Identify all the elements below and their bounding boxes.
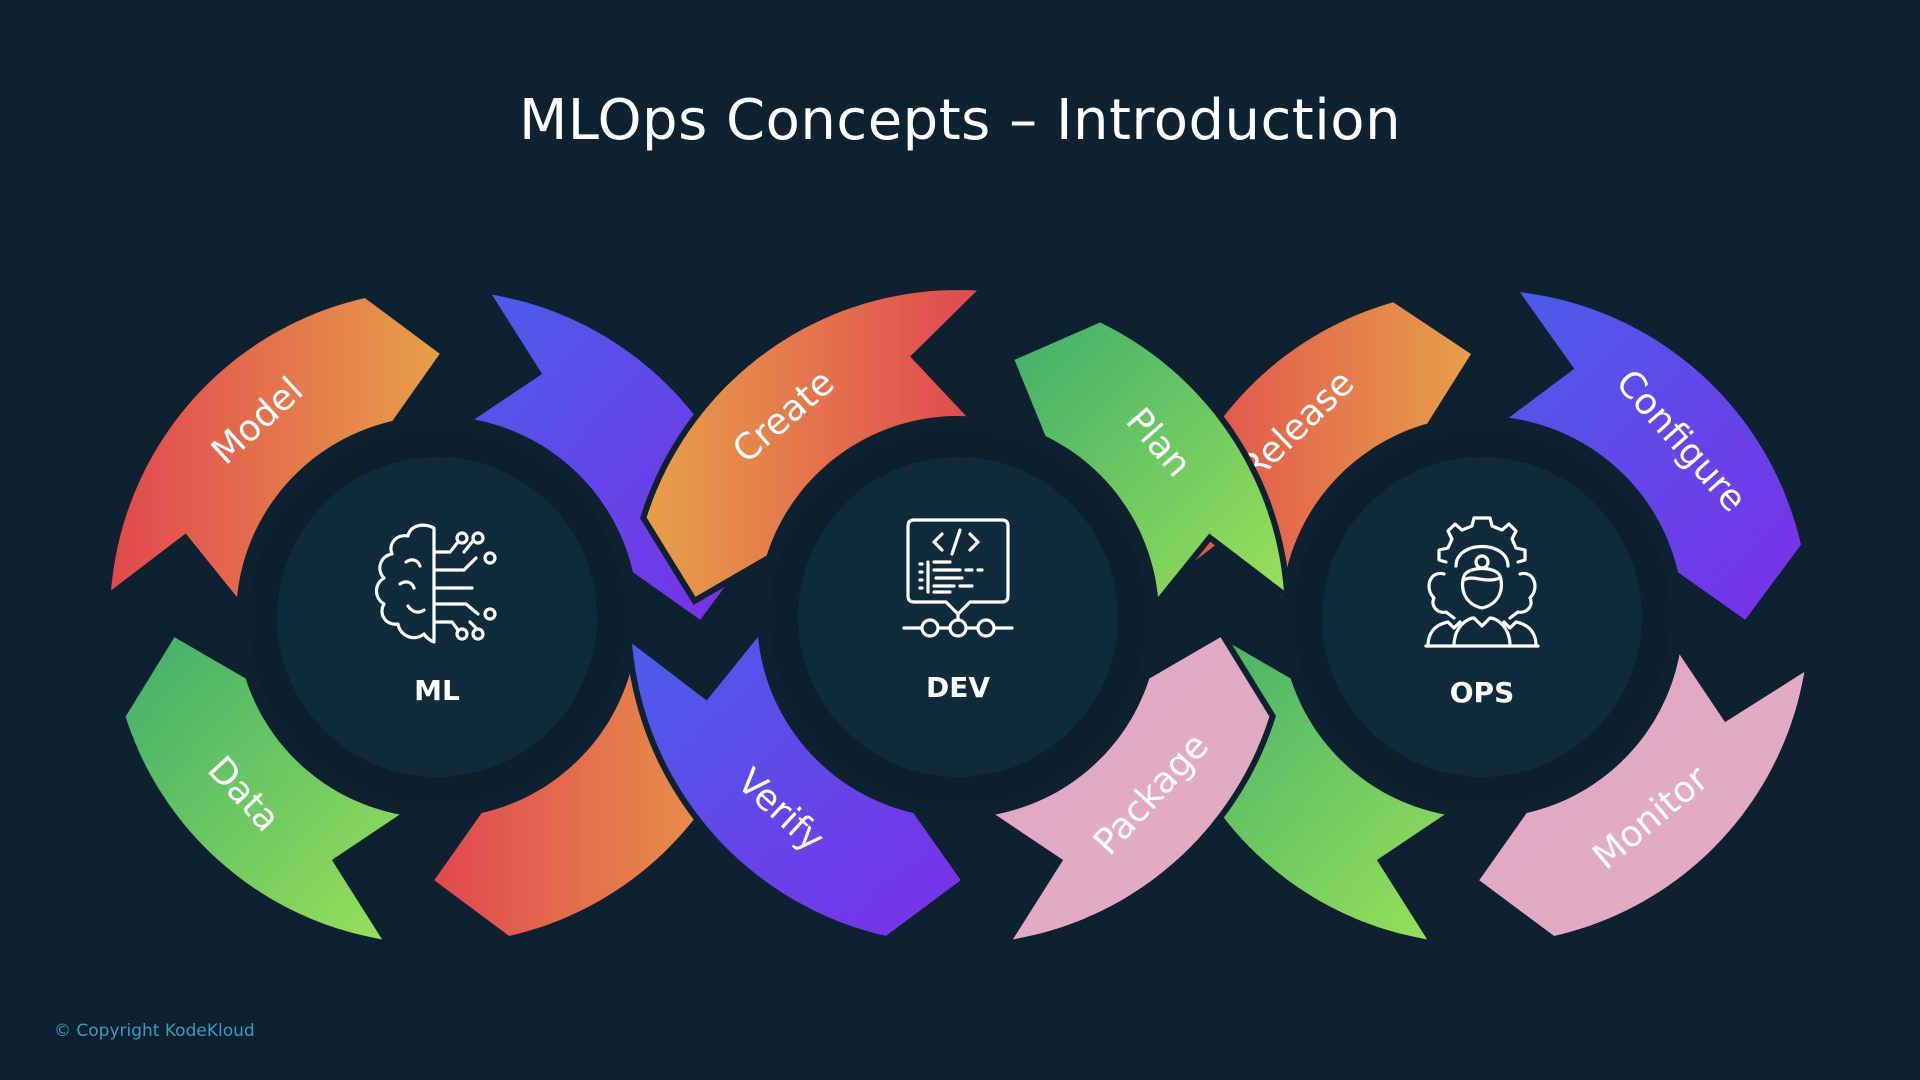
code-monitor-pipeline-icon — [902, 518, 1014, 638]
ops-segment-configure — [1493, 284, 1808, 629]
dev-segment-verify — [625, 621, 970, 943]
ml-segment-data — [119, 629, 416, 948]
ml-hub — [277, 457, 597, 777]
dev-center-label: DEV — [926, 671, 990, 704]
ml-segment-model — [104, 291, 449, 613]
copyright-notice: © Copyright KodeKloud — [54, 1021, 255, 1041]
slide-title: MLOps Concepts – Introduction — [518, 88, 1402, 153]
brain-circuit-icon — [374, 523, 497, 644]
ml-center-label: ML — [414, 674, 460, 707]
ops-segment-monitor — [1470, 638, 1813, 943]
ops-hub — [1322, 457, 1642, 777]
dev-segment-create — [640, 283, 991, 605]
dev-segment-package — [979, 629, 1276, 948]
ops-center-label: OPS — [1450, 676, 1515, 709]
team-gear-icon — [1424, 516, 1540, 648]
dev-segment-plan — [1006, 315, 1291, 613]
